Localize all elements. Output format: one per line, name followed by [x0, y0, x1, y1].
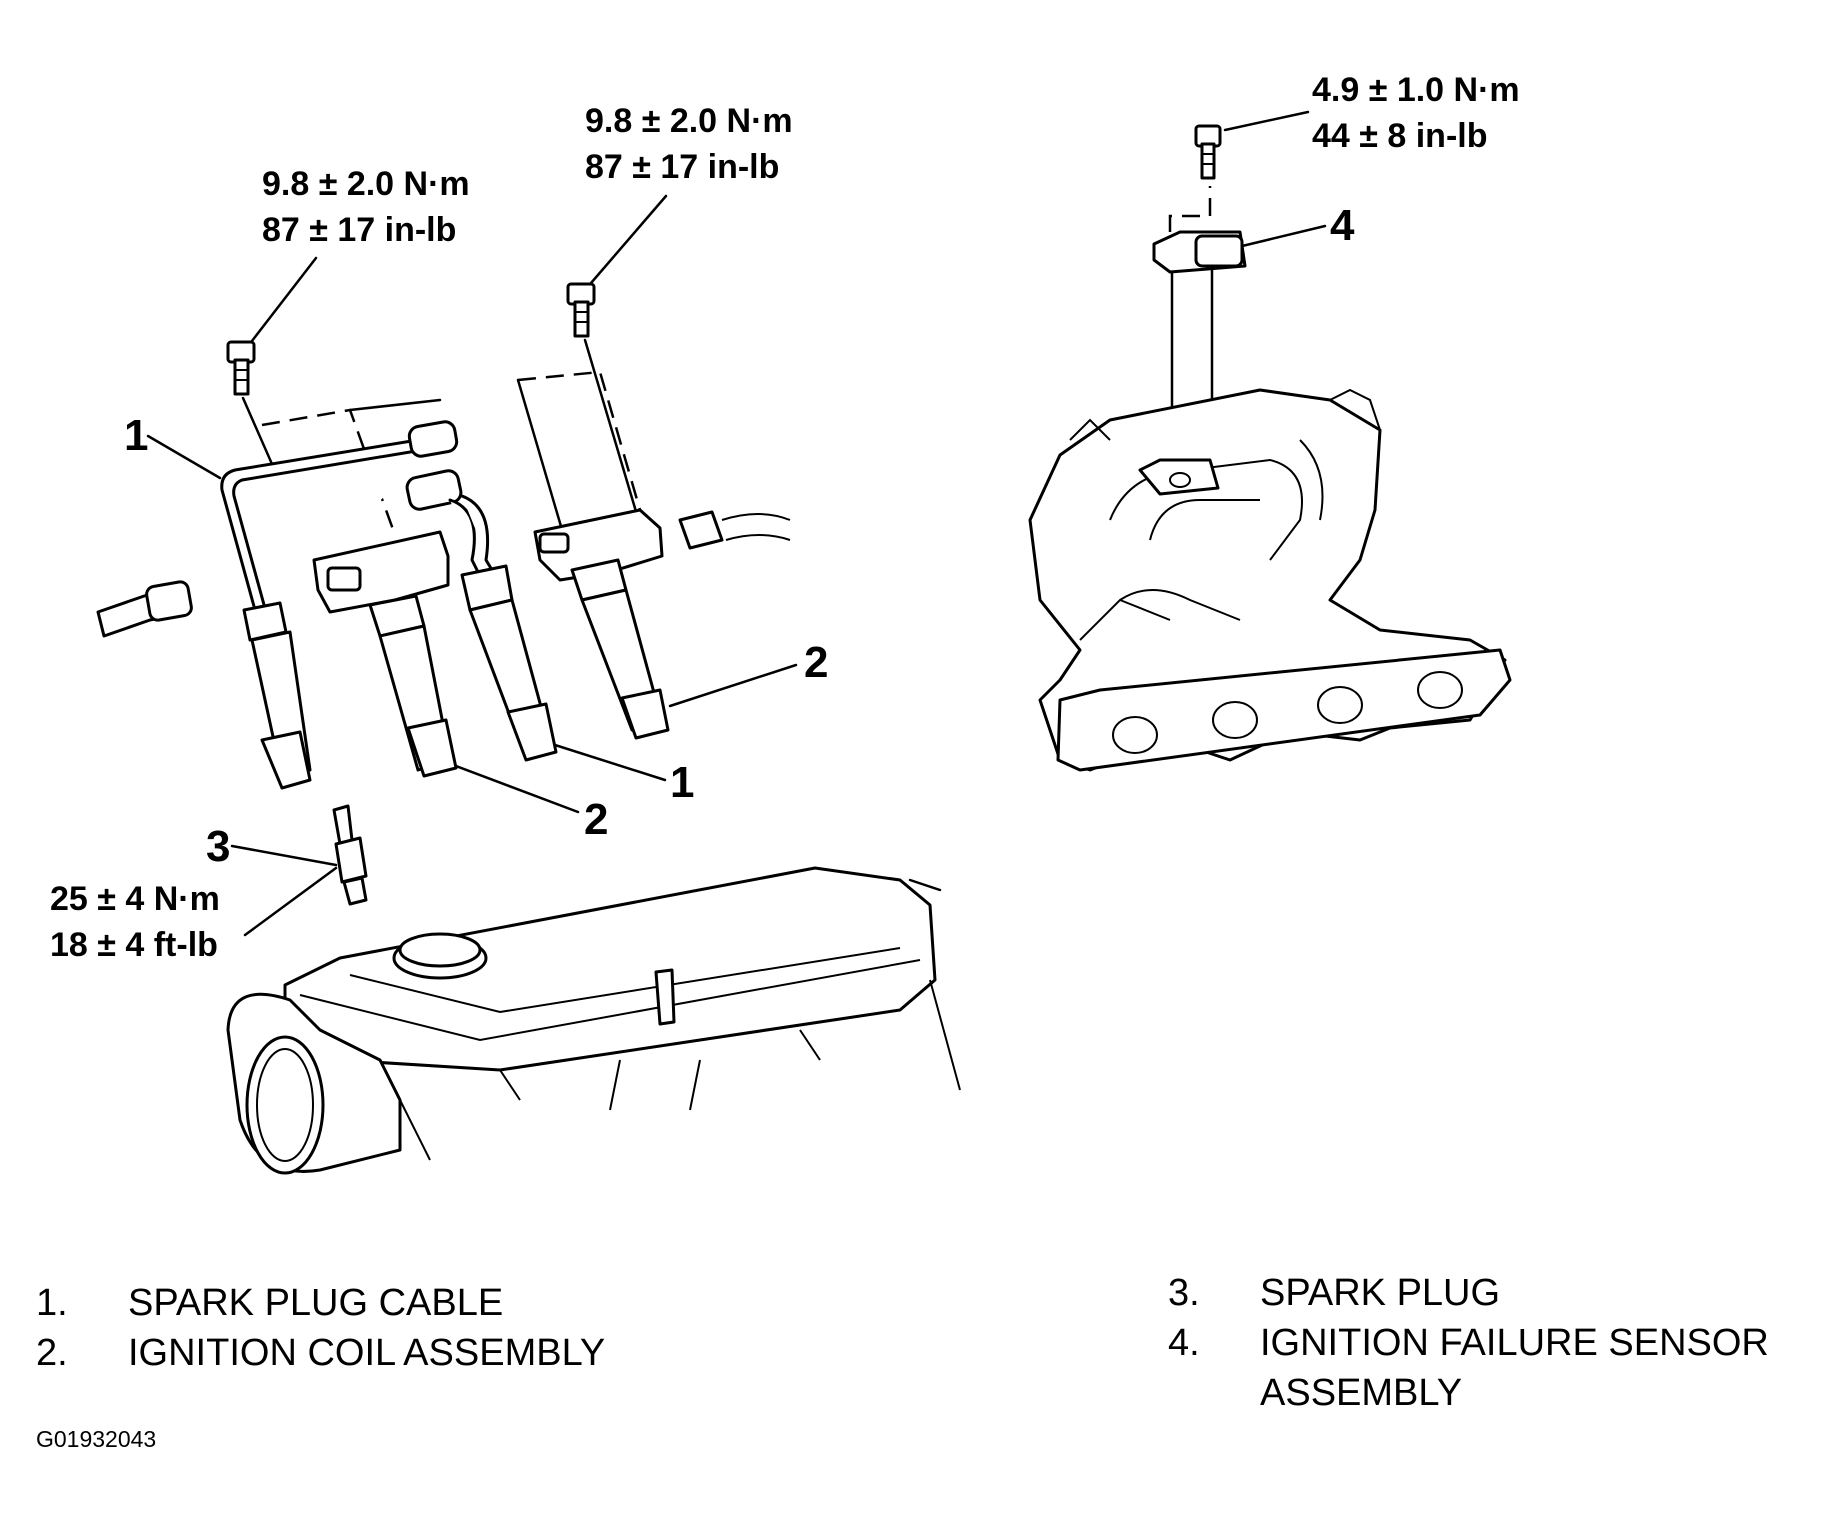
legend-item-2: 2. IGNITION COIL ASSEMBLY — [36, 1328, 696, 1378]
callout-plug: 3 — [206, 822, 230, 871]
legend-item-label: SPARK PLUG CABLE — [128, 1282, 504, 1324]
torque-sensor-metric: 4.9 ± 1.0 N·m — [1312, 71, 1520, 109]
callout-cable-lower: 1 — [670, 758, 694, 807]
legend-item-number: 2. — [36, 1332, 68, 1374]
ignition-coil-left — [312, 530, 458, 778]
torque-coil-left-imperial: 87 ± 17 in-lb — [262, 211, 456, 249]
engine-valve-cover — [226, 866, 961, 1175]
spark-plug — [332, 804, 368, 906]
callout-coil-right: 2 — [804, 638, 828, 687]
legend-item-number: 3. — [1168, 1272, 1200, 1314]
torque-coil-left-metric: 9.8 ± 2.0 N·m — [262, 165, 470, 203]
legend-item-1: 1. SPARK PLUG CABLE — [36, 1278, 696, 1328]
sensor-bolt — [1194, 124, 1222, 180]
torque-sensor-imperial: 44 ± 8 in-lb — [1312, 117, 1487, 155]
callout-coil-lower: 2 — [584, 795, 608, 844]
callout-cable-upper: 1 — [124, 411, 148, 460]
spark-plug-cable-left — [220, 420, 459, 790]
ignition-coil-right — [533, 508, 670, 740]
spark-plug-cable-right — [405, 469, 558, 762]
legend-item-label: IGNITION COIL ASSEMBLY — [128, 1332, 606, 1374]
leader-lines — [146, 110, 1327, 937]
torque-plug-metric: 25 ± 4 N·m — [50, 880, 220, 918]
legend-left: 1. SPARK PLUG CABLE 2. IGNITION COIL ASS… — [36, 1278, 696, 1388]
legend-item-label: IGNITION FAILURE SENSOR — [1260, 1322, 1769, 1364]
legend-item-4: 4. IGNITION FAILURE SENSOR ASSEMBLY — [1168, 1318, 1838, 1418]
legend-right: 3. SPARK PLUG 4. IGNITION FAILURE SENSOR… — [1168, 1268, 1838, 1418]
figure-id: G01932043 — [36, 1426, 157, 1452]
callout-sensor: 4 — [1330, 201, 1355, 250]
legend-item-3: 3. SPARK PLUG — [1168, 1268, 1838, 1318]
torque-coil-right-imperial: 87 ± 17 in-lb — [585, 148, 779, 186]
coil-bolt-right — [566, 282, 596, 338]
intake-manifold — [1028, 388, 1512, 772]
torque-coil-right-metric: 9.8 ± 2.0 N·m — [585, 102, 793, 140]
torque-plug-imperial: 18 ± 4 ft-lb — [50, 926, 218, 964]
legend-item-label-continued: ASSEMBLY — [1260, 1372, 1463, 1414]
legend-item-number: 1. — [36, 1282, 68, 1324]
coil-bolt-left — [226, 340, 256, 396]
legend-item-number: 4. — [1168, 1322, 1200, 1364]
legend-item-label: SPARK PLUG — [1260, 1272, 1501, 1314]
harness-connectors — [96, 510, 791, 638]
